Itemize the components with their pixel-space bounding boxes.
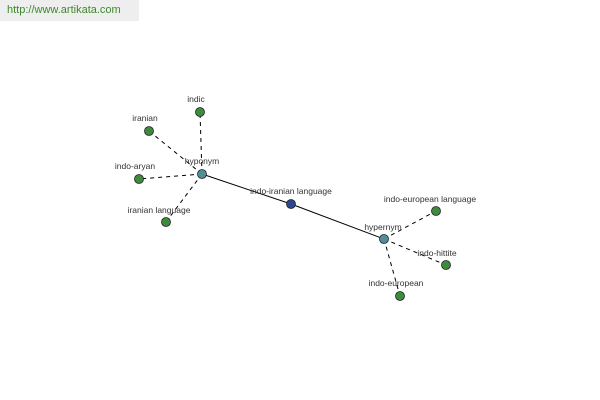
label-hyponym[interactable]: hyponym (185, 156, 220, 166)
site-url-link[interactable]: http://www.artikata.com (7, 4, 121, 16)
label-iranian-language[interactable]: iranian language (128, 205, 191, 215)
graph-edges (138, 111, 447, 297)
node-iranian[interactable] (144, 126, 154, 136)
node-hyponym[interactable] (197, 169, 207, 179)
edge-hypernym-indo-hittite (383, 238, 447, 266)
edge-hypernym-indo-european (383, 238, 401, 297)
graph-nodes (134, 107, 451, 301)
node-indo-european[interactable] (395, 291, 405, 301)
node-indo-hittite[interactable] (441, 260, 451, 270)
label-indo-aryan[interactable]: indo-aryan (115, 161, 155, 171)
edge-center-hyponym (201, 173, 292, 205)
edge-hyponym-iranian-language (165, 173, 203, 223)
node-center[interactable] (286, 199, 296, 209)
node-iranian-language[interactable] (161, 217, 171, 227)
label-indo-european-language[interactable]: indo-european language (384, 194, 476, 204)
label-center[interactable]: indo-iranian language (250, 186, 332, 196)
node-indo-european-language[interactable] (431, 206, 441, 216)
label-iranian[interactable]: iranian (132, 113, 158, 123)
label-indic[interactable]: indic (187, 94, 205, 104)
label-hypernym[interactable]: hypernym (364, 222, 401, 232)
node-hypernym[interactable] (379, 234, 389, 244)
edge-hyponym-indic (199, 111, 203, 175)
label-indo-hittite[interactable]: indo-hittite (417, 248, 456, 258)
node-indo-aryan[interactable] (134, 174, 144, 184)
node-indic[interactable] (195, 107, 205, 117)
edge-hyponym-indo-aryan (138, 173, 203, 180)
edge-center-hypernym (290, 203, 385, 240)
label-indo-european[interactable]: indo-european (369, 278, 424, 288)
graph-labels: indo-iranian language hyponym hypernym indi… (115, 94, 476, 288)
url-bar: http://www.artikata.com (0, 0, 139, 21)
edge-hyponym-iranian (148, 130, 203, 175)
edge-hypernym-indo-european-language (383, 210, 437, 240)
